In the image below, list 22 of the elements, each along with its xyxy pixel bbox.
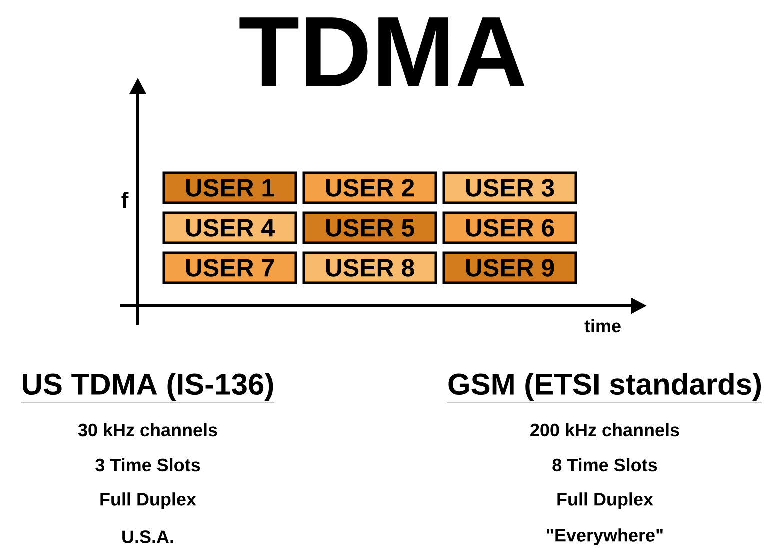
spec-text: "Everywhere" <box>547 528 663 546</box>
spec-text: Full Duplex <box>558 492 654 510</box>
spec-text: 8 Time Slots <box>552 458 658 472</box>
spec-text: 200 kHz channels <box>530 423 680 437</box>
axis-label: f <box>122 192 129 208</box>
user-slot-box: USER 3 <box>442 172 578 204</box>
spec-text: 30 kHz channels <box>78 423 218 437</box>
spec-text: Full Duplex <box>100 492 196 510</box>
user-slot-box: USER 6 <box>442 212 578 244</box>
user-slot-box: USER 5 <box>302 212 438 244</box>
spec-text: U.S.A. <box>122 530 174 544</box>
spec-text: 3 Time Slots <box>96 458 200 472</box>
user-slot-box: USER 7 <box>162 252 298 284</box>
title: TDMA <box>240 18 525 86</box>
user-slot-box: USER 2 <box>302 172 438 204</box>
axis-label: time <box>584 319 621 333</box>
user-slot-box: USER 8 <box>302 252 438 284</box>
column-heading: GSM (ETSI standards) <box>447 373 763 403</box>
user-slot-box: USER 4 <box>162 212 298 244</box>
user-slot-box: USER 9 <box>442 252 578 284</box>
user-slot-box: USER 1 <box>162 172 298 204</box>
column-heading: US TDMA (IS-136) <box>21 373 275 403</box>
